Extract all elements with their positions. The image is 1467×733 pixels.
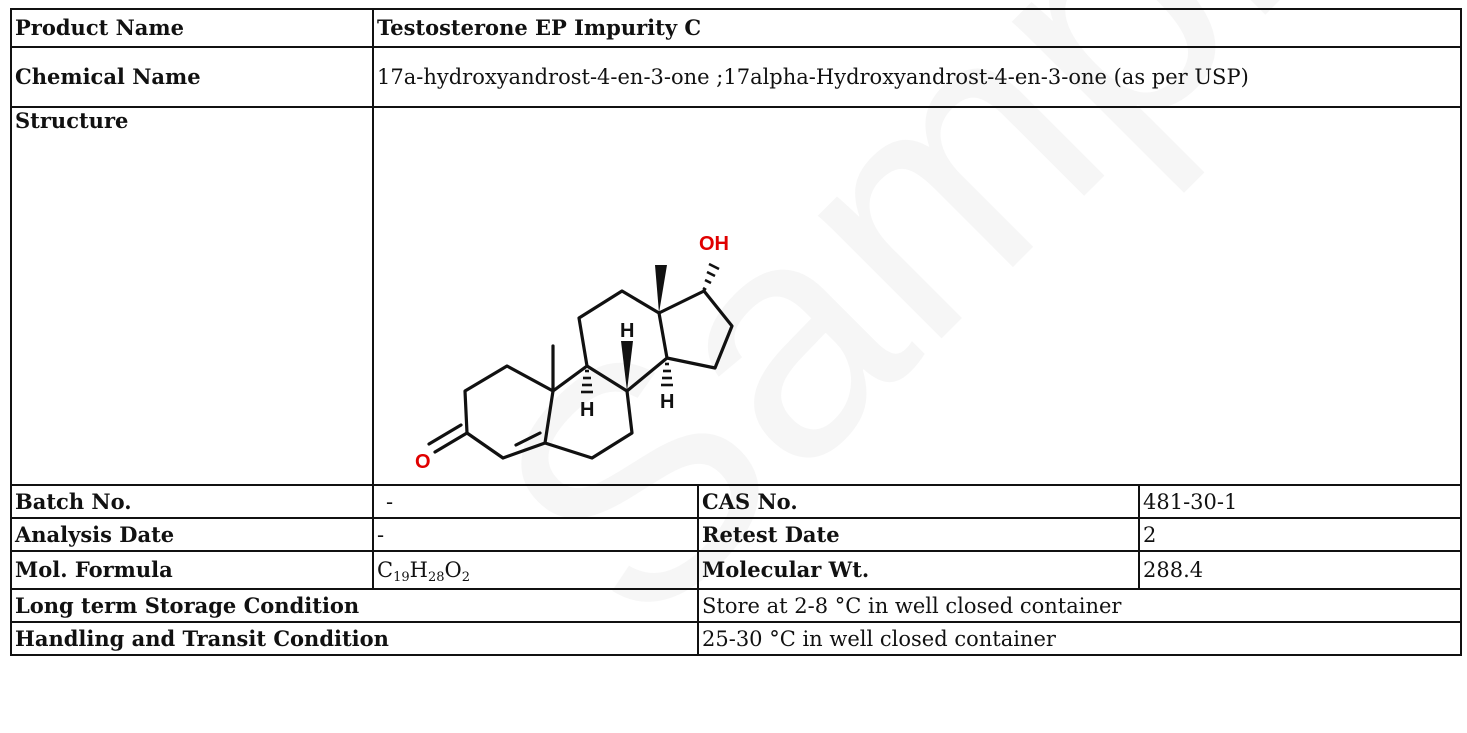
batch-label: Batch No. — [10, 484, 374, 519]
storage-value: Store at 2-8 °C in well closed container — [696, 588, 1463, 623]
formula-label: Mol. Formula — [10, 550, 374, 590]
cas-label: CAS No. — [697, 484, 1140, 519]
transit-label: Handling and Transit Condition — [10, 621, 699, 656]
formula-o: O — [444, 558, 462, 582]
hashed-bond-h14 — [661, 362, 673, 387]
formula-o-count: 2 — [461, 570, 470, 585]
product-value: Testosterone EP Impurity C — [371, 8, 1463, 48]
molecule-bonds — [427, 289, 734, 460]
hashed-bond-h9 — [581, 369, 593, 394]
storage-label: Long term Storage Condition — [10, 588, 699, 623]
structure-diagram: OH H H H O — [377, 108, 1457, 484]
atom-oh: OH — [699, 233, 729, 255]
formula-row: Mol. Formula C19H28O2 Molecular Wt. 288.… — [10, 550, 1463, 590]
transit-row: Handling and Transit Condition 25-30 °C … — [10, 621, 1463, 656]
storage-row: Long term Storage Condition Store at 2-8… — [10, 588, 1463, 623]
atom-h14: H — [660, 391, 674, 413]
molwt-value: 288.4 — [1137, 550, 1463, 590]
batch-value: - — [372, 484, 699, 519]
atom-h8: H — [620, 320, 634, 342]
formula-c: C — [377, 558, 394, 582]
analysis-row: Analysis Date - Retest Date 2 — [10, 517, 1463, 552]
molwt-label: Molecular Wt. — [697, 550, 1140, 590]
product-label: Product Name — [10, 8, 374, 48]
chemical-row: Chemical Name 17a-hydroxyandrost-4-en-3-… — [10, 46, 1463, 108]
analysis-label: Analysis Date — [10, 517, 374, 552]
transit-value: 25-30 °C in well closed container — [696, 621, 1463, 656]
retest-value: 2 — [1137, 517, 1463, 552]
chemical-label: Chemical Name — [10, 46, 374, 108]
chemical-value: 17a-hydroxyandrost-4-en-3-one ;17alpha-H… — [371, 46, 1463, 108]
formula-h-count: 28 — [427, 570, 445, 585]
coa-table: Product Name Testosterone EP Impurity C … — [10, 8, 1463, 656]
analysis-value: - — [372, 517, 699, 552]
formula-h: H — [409, 558, 428, 582]
structure-cell: OH H H H O — [371, 106, 1463, 486]
structure-row: Structure — [10, 106, 1463, 486]
atom-o: O — [415, 451, 431, 473]
wedge-bond — [655, 265, 667, 313]
formula-c-count: 19 — [393, 570, 410, 585]
structure-label: Structure — [10, 106, 374, 486]
hashed-bond-oh — [702, 262, 720, 292]
batch-row: Batch No. - CAS No. 481-30-1 — [10, 484, 1463, 519]
retest-label: Retest Date — [697, 517, 1140, 552]
molecule-drawing: OH H H H O — [415, 233, 734, 473]
wedge-bond-h8 — [621, 341, 633, 391]
formula-value: C19H28O2 — [372, 550, 699, 590]
atom-h9: H — [580, 399, 594, 421]
product-row: Product Name Testosterone EP Impurity C — [10, 8, 1463, 48]
cas-value: 481-30-1 — [1137, 484, 1463, 519]
